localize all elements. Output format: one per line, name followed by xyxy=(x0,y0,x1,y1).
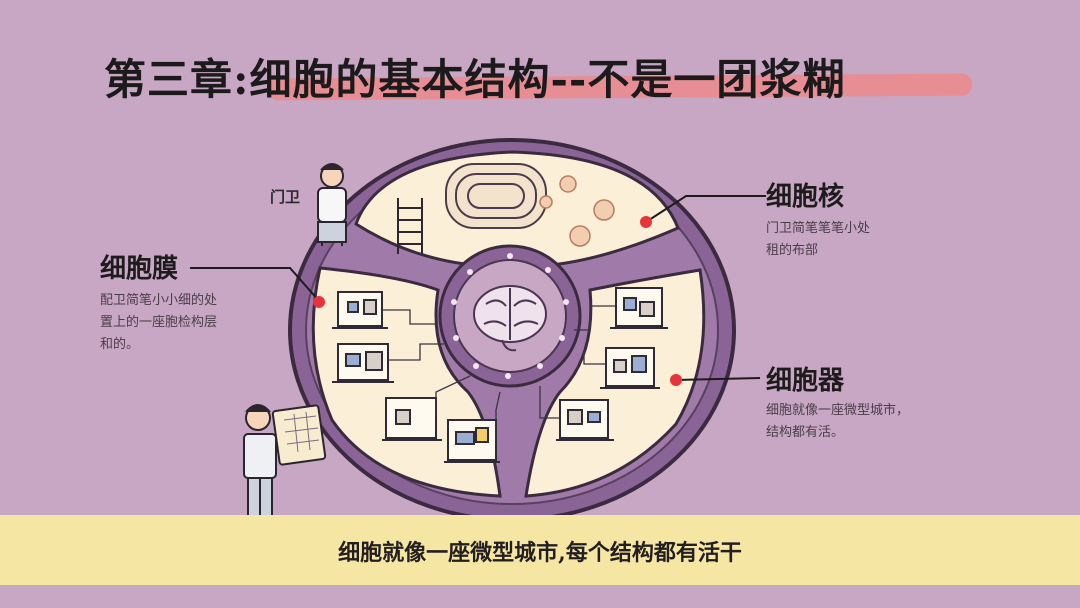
building-icon xyxy=(600,347,660,389)
building-icon xyxy=(556,399,614,441)
label-membrane-heading: 细胞膜 xyxy=(100,254,179,284)
organelle-buildings xyxy=(332,287,668,463)
gatekeeper-sign: 门卫 xyxy=(270,188,301,206)
desc-line: 结构都有活。 xyxy=(766,425,845,440)
label-nucleus-desc: 门卫简笔笔笔小处 租的布部 xyxy=(766,218,870,262)
label-organelle-heading: 细胞器 xyxy=(766,366,845,396)
pointer-dots xyxy=(313,216,682,386)
desc-line: 配卫简笔小小细的处 xyxy=(100,293,218,308)
label-organelle-desc: 细胞就像一座微型城市， 结构都有活。 xyxy=(766,400,909,444)
organelle-connectors xyxy=(382,305,616,440)
callout-lines xyxy=(190,195,766,381)
desc-line: 置上的一座胞检构层 xyxy=(100,315,218,330)
gatekeeper-figure-icon xyxy=(317,163,347,246)
desc-line: 门卫简笔笔笔小处 xyxy=(766,221,871,236)
desc-line: 和的。 xyxy=(100,337,140,352)
bottom-caption-bar xyxy=(0,515,1080,585)
nucleus-dots xyxy=(451,253,569,379)
vesicles xyxy=(539,175,615,247)
building-icon xyxy=(332,291,388,329)
page-title: 第三章:细胞的基本结构--不是一团浆糊 xyxy=(104,55,846,104)
desc-line: 租的布部 xyxy=(766,243,819,258)
building-icon xyxy=(444,419,500,463)
label-membrane-desc: 配卫简笔小小细的处 置上的一座胞检构层 和的。 xyxy=(100,290,217,356)
desc-line: 细胞就像一座微型城市， xyxy=(766,403,910,418)
nucleus xyxy=(438,244,582,388)
building-icon xyxy=(382,397,442,441)
planner-figure-icon xyxy=(243,404,327,517)
building-icon xyxy=(610,287,668,329)
ladder-icon xyxy=(397,198,423,254)
brain-icon xyxy=(473,285,547,352)
label-nucleus-heading: 细胞核 xyxy=(766,182,845,212)
bottom-caption: 细胞就像一座微型城市,每个结构都有活干 xyxy=(338,540,742,566)
mitochondria-icon xyxy=(445,163,547,229)
building-icon xyxy=(332,343,394,383)
